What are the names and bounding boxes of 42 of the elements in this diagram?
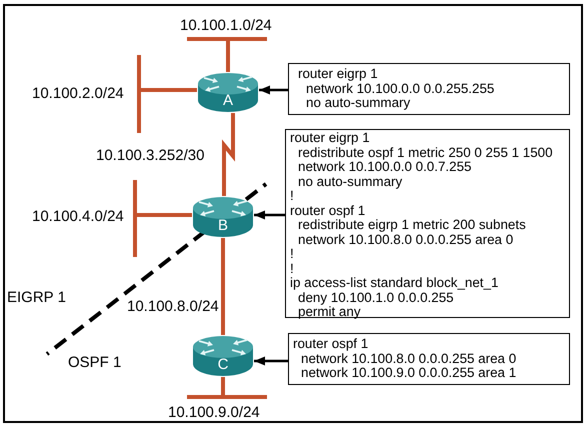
config-line: router ospf 1 — [293, 337, 368, 352]
config-line: network 10.100.9.0 0.0.0.255 area 1 — [301, 366, 516, 380]
config-box — [288, 333, 570, 385]
network-address-label: 10.100.1.0/24 — [180, 17, 272, 35]
edge-label: 10.100.8.0/24 — [127, 298, 219, 316]
config-line: permit any — [298, 305, 361, 320]
config-line: router eigrp 1 — [290, 131, 370, 146]
network-address-label: 10.100.9.0/24 — [168, 404, 260, 422]
config-box — [288, 63, 570, 115]
config-line: network 10.100.0.0 0.0.7.255 — [298, 160, 472, 174]
config-line: network 10.100.8.0 0.0.0.255 area 0 — [298, 232, 514, 247]
config-line: no auto-summary — [306, 96, 410, 110]
config-line: no auto-summary — [298, 174, 402, 189]
config-line: router eigrp 1 — [298, 67, 378, 82]
arrow — [254, 210, 285, 220]
network-link-line — [141, 88, 197, 92]
config-box — [285, 129, 570, 318]
network-link-line — [226, 41, 230, 72]
serial-link-line — [222, 113, 235, 196]
config-line: router ospf 1 — [290, 204, 366, 218]
config-line: ip access-list standard block_net_1 — [290, 276, 498, 290]
network-link-line — [137, 213, 192, 217]
config-line: ! — [290, 247, 294, 262]
routing-domain-label: EIGRP 1 — [7, 289, 66, 307]
network-link-line — [221, 238, 225, 335]
router-label: A — [223, 93, 233, 109]
arrow — [259, 86, 288, 94]
network-address-label: 10.100.4.0/24 — [32, 208, 124, 226]
config-line: ! — [290, 189, 294, 204]
arrow — [254, 356, 288, 366]
network-link-line — [221, 377, 225, 395]
router-label: B — [218, 218, 228, 234]
network-address-label: 10.100.2.0/24 — [32, 85, 124, 103]
config-line: network 10.100.0.0 0.0.255.255 — [306, 82, 494, 96]
edge-label: 10.100.3.252/30 — [96, 147, 204, 165]
router-label: C — [218, 357, 228, 373]
config-line: redistribute eigrp 1 metric 200 subnets — [298, 218, 526, 232]
config-line: deny 10.100.1.0 0.0.0.255 — [298, 290, 454, 305]
config-line: network 10.100.8.0 0.0.0.255 area 0 — [301, 352, 516, 366]
config-line: ! — [290, 262, 294, 276]
routing-domain-label: OSPF 1 — [68, 354, 122, 372]
config-line: redistribute ospf 1 metric 250 0 255 1 1500 — [298, 146, 553, 160]
